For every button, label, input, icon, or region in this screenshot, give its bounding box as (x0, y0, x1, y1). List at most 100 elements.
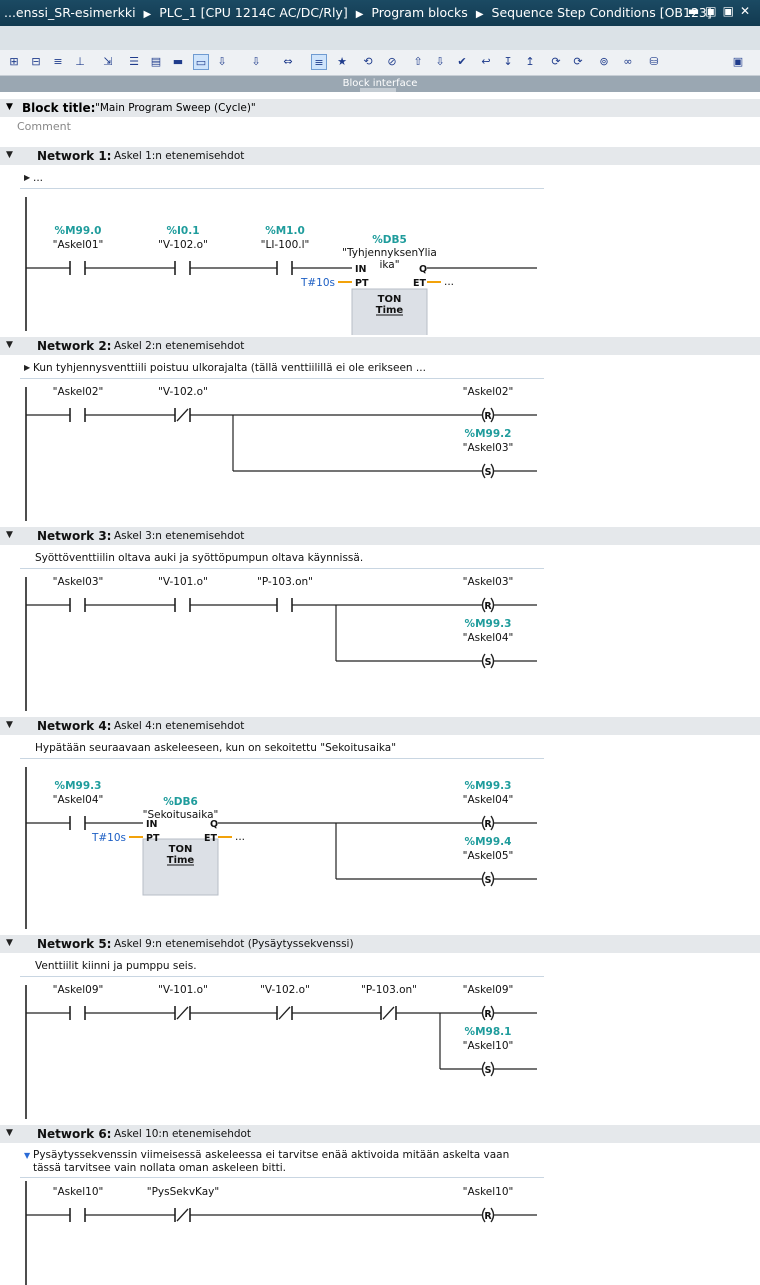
go-offline-icon[interactable]: ⊘ (387, 55, 397, 68)
collapse-caret-icon[interactable]: ▼ (6, 720, 13, 730)
previous-bookmark-icon[interactable]: ↥ (525, 55, 535, 68)
ladder-diagram[interactable]: %M99.1"Askel02"%I0.1"V-102.o"%M99.1"Aske… (0, 381, 760, 525)
expand-right-icon[interactable]: ▶ (24, 173, 31, 182)
monitor-icon[interactable]: ⇩ (251, 55, 261, 68)
coil-right-arc (490, 463, 495, 479)
network-comment[interactable]: Syöttöventtiilin oltava auki ja syöttöpu… (20, 549, 544, 569)
contact-negation-slash (176, 408, 189, 422)
network-number: Network 1: (37, 149, 112, 163)
cross-reference-icon[interactable]: ⟳ (573, 55, 583, 68)
breadcrumb-program-blocks[interactable]: Program blocks (371, 5, 468, 20)
network-title[interactable]: Askel 1:n etenemisehdot (114, 150, 245, 162)
network-comment[interactable]: ▶... (20, 169, 544, 189)
collapse-caret-icon[interactable]: ▼ (6, 340, 13, 350)
network-comment[interactable]: ▼Pysäytyssekvenssin viimeisessä askelees… (20, 1147, 544, 1178)
database-icon[interactable]: ⛁ (649, 55, 659, 68)
call-structure-icon[interactable]: ⟳ (551, 55, 561, 68)
network-title[interactable]: Askel 3:n etenemisehdot (114, 530, 245, 542)
expand-right-icon[interactable]: ▶ (24, 363, 31, 372)
bookmark-icon[interactable]: ↩ (481, 55, 491, 68)
ladder-diagram[interactable]: %M98.0"Askel09"%I0.0"V-101.o"%I0.1"V-102… (0, 979, 760, 1123)
network-header[interactable]: ▼Network 4:Askel 4:n etenemisehdot (0, 717, 760, 735)
network-header[interactable]: ▼ Network 3:Askel 3:n etenemisehdot (0, 527, 760, 545)
block-title-value[interactable]: "Main Program Sweep (Cycle)" (95, 102, 256, 114)
ladder-diagram[interactable]: %M99.3"Askel04"%DB6"Sekoitusaika"TONTime… (0, 761, 760, 933)
breadcrumb-block[interactable]: Sequence Step Conditions [OB123] (491, 5, 712, 20)
comment-icon[interactable]: ▭ (193, 54, 209, 70)
block-title-row: ▼ Block title: "Main Program Sweep (Cycl… (0, 99, 760, 117)
network-number: Network 3: (37, 529, 112, 543)
collapse-caret-icon[interactable]: ▼ (6, 150, 13, 160)
block-interface-bar[interactable]: Block interface (0, 76, 760, 92)
restore-icon[interactable]: ▣ (705, 4, 723, 18)
list-view-icon[interactable]: ☰ (129, 55, 139, 68)
contact-symbol: "LI-100.l" (261, 239, 310, 251)
jump-icon[interactable]: ⇲ (103, 55, 113, 68)
coil-r[interactable]: %M98.1"Askel10"R (463, 1181, 514, 1223)
coil-letter: R (484, 1009, 492, 1020)
collapse-icon[interactable]: ▬ (172, 55, 184, 68)
coil-s[interactable]: %M99.3"Askel04"S (463, 618, 514, 669)
move-down-icon[interactable]: ⇩ (435, 55, 445, 68)
timer-pt-value[interactable]: T#10s (91, 832, 126, 844)
network-title[interactable]: Askel 9:n etenemisehdot (Pysäytyssekvens… (114, 938, 354, 950)
collapse-caret-icon[interactable]: ▼ (6, 938, 13, 948)
network-header[interactable]: ▼Network 5:Askel 9:n etenemisehdot (Pysä… (0, 935, 760, 953)
coil-s[interactable]: %M98.1"Askel10"S (463, 1026, 514, 1077)
coil-r[interactable]: %M99.1"Askel02"R (463, 381, 514, 423)
close-icon[interactable]: ✕ (739, 4, 756, 18)
watch-icon[interactable]: ⊚ (599, 55, 609, 68)
splitter-handle[interactable] (360, 88, 396, 92)
coil-symbol: "Askel05" (463, 850, 514, 862)
absolute-address-icon[interactable]: ≡ (311, 54, 327, 70)
collapse-caret-icon[interactable]: ▼ (6, 102, 13, 112)
insert-network-icon[interactable]: ⊞ (9, 55, 19, 68)
timer-box (142, 838, 219, 896)
go-online-icon[interactable]: ⟲ (363, 55, 373, 68)
coil-r[interactable]: %M99.2"Askel03"R (463, 571, 514, 613)
download-icon[interactable]: ⇩ (217, 55, 227, 68)
check-icon[interactable]: ✔ (457, 55, 467, 68)
coil-r[interactable]: %M99.3"Askel04"R (463, 780, 514, 831)
table-view-icon[interactable]: ▤ (150, 55, 162, 68)
coil-r[interactable]: %M98.0"Askel09"R (463, 979, 514, 1021)
collapse-caret-icon[interactable]: ▼ (6, 1128, 13, 1138)
timer-type: TON (169, 844, 193, 855)
next-bookmark-icon[interactable]: ↧ (503, 55, 513, 68)
breadcrumb-plc[interactable]: PLC_1 [CPU 1214C AC/DC/Rly] (159, 5, 348, 20)
coil-s[interactable]: %M99.2"Askel03"S (463, 428, 514, 479)
insert-row-icon[interactable]: ≡ (53, 55, 63, 68)
network-comment[interactable]: Venttiilit kiinni ja pumppu seis. (20, 957, 544, 977)
branch-icon[interactable]: ⊥ (75, 55, 85, 68)
network-header[interactable]: ▼Network 6:Askel 10:n etenemisehdot (0, 1125, 760, 1143)
network-title[interactable]: Askel 10:n etenemisehdot (114, 1128, 252, 1140)
network-comment[interactable]: ▶Kun tyhjennysventtiili poistuu ulkoraja… (20, 359, 544, 379)
expand-down-icon[interactable]: ▼ (24, 1151, 31, 1160)
coil-right-arc (490, 871, 495, 887)
network-comment-text: Pysäytyssekvenssin viimeisessä askeleess… (33, 1149, 510, 1174)
network-header[interactable]: ▼Network 2:Askel 2:n etenemisehdot (0, 337, 760, 355)
minimize-icon[interactable]: ▬ (687, 4, 706, 18)
collapse-caret-icon[interactable]: ▼ (6, 530, 13, 540)
network-title[interactable]: Askel 2:n etenemisehdot (114, 340, 245, 352)
maximize-icon[interactable]: ▣ (722, 4, 740, 18)
network-comment[interactable]: Hypätään seuraavaan askeleeseen, kun on … (20, 739, 544, 759)
network-header[interactable]: ▼ Network 1:Askel 1:n etenemisehdot (0, 147, 760, 165)
favorites-icon[interactable]: ★ (337, 55, 347, 68)
timer-pt-value[interactable]: T#10s (300, 277, 335, 289)
block-comment[interactable]: Comment (17, 120, 71, 133)
ladder-diagram[interactable]: %M99.2"Askel03"%I0.0"V-101.o"%I0.2"P-103… (0, 571, 760, 715)
glasses-icon[interactable]: ∞ (623, 55, 633, 68)
coil-s[interactable]: %M99.4"Askel05"S (463, 836, 514, 887)
network-title[interactable]: Askel 4:n etenemisehdot (114, 720, 245, 732)
ladder-diagram[interactable]: %M98.1"Askel10"%M0.7"PysSekvKay"%M98.1"A… (0, 1181, 760, 1285)
ladder-diagram[interactable]: %M99.0"Askel01"%I0.1"V-102.o"%M1.0"LI-10… (0, 191, 760, 335)
panel-toggle-icon[interactable]: ▣ (732, 55, 744, 68)
move-up-icon[interactable]: ⇧ (413, 55, 423, 68)
delete-network-icon[interactable]: ⊟ (31, 55, 41, 68)
compare-icon[interactable]: ⇔ (283, 55, 293, 68)
breadcrumb-project[interactable]: ...enssi_SR-esimerkki (4, 5, 136, 20)
coil-left-arc (481, 1061, 486, 1077)
